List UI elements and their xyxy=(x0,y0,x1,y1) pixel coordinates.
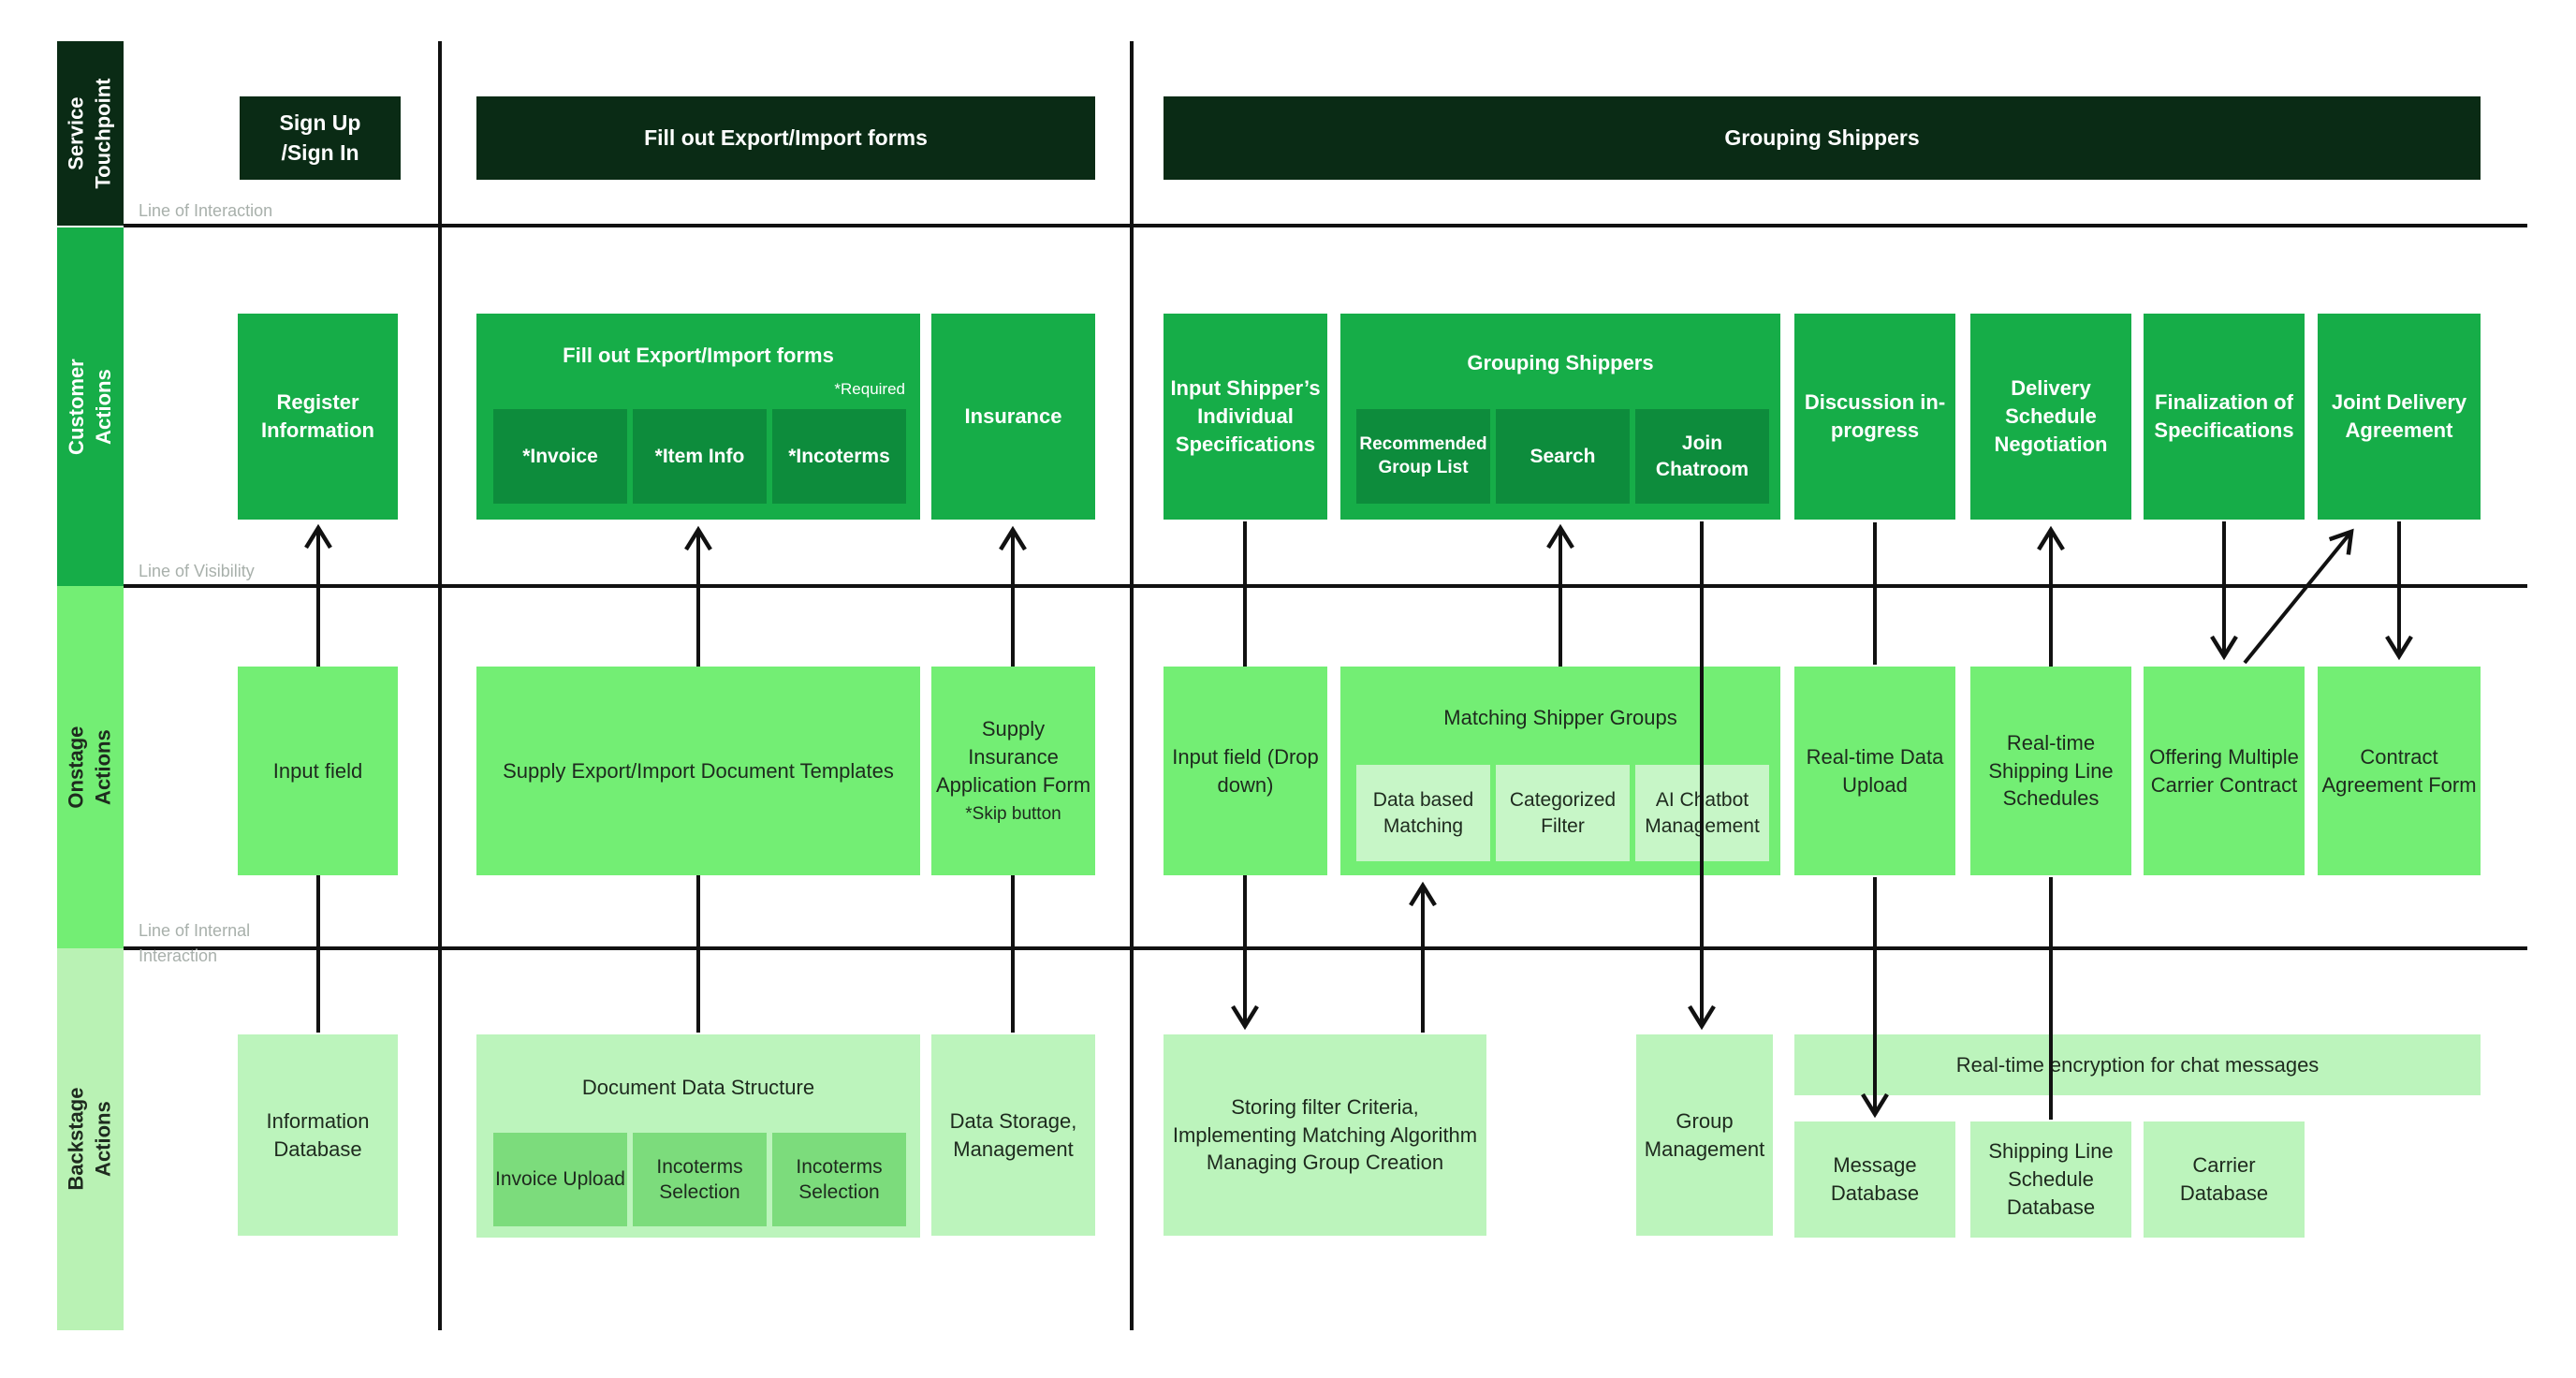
customer-joint-delivery-agreement: Joint Delivery Agreement xyxy=(2318,314,2481,520)
line-of-interaction-label: Line of Interaction xyxy=(139,201,273,220)
lane-backstage-actions-label: Backstage Actions xyxy=(64,1087,115,1192)
customer-discussion: Discussion in-progress xyxy=(1794,314,1955,520)
connector-offering-to-joint-diagonal-arrow xyxy=(2243,528,2354,665)
line-of-internal-interaction-label: Line of Internal Interaction xyxy=(139,921,251,965)
touchpoint-fill-forms: Fill out Export/Import forms xyxy=(476,96,1095,180)
customer-search: Search xyxy=(1496,409,1630,504)
onstage-ai-chatbot-management: AI Chatbot Management xyxy=(1635,765,1769,861)
customer-recommended-group-list: Recommended Group List xyxy=(1356,409,1490,504)
lane-backstage-actions: Backstage Actions xyxy=(57,948,124,1330)
onstage-matching-title: Matching Shipper Groups xyxy=(1443,706,1677,729)
backstage-information-database: Information Database xyxy=(238,1034,398,1236)
customer-grouping-shippers-group: Grouping Shippers Recommended Group List… xyxy=(1340,314,1780,520)
backstage-incoterms-selection-2: Incoterms Selection xyxy=(772,1133,906,1226)
skip-button-note: *Skip button xyxy=(965,804,1061,825)
lane-customer-actions: Customer Actions xyxy=(57,227,124,586)
customer-invoice: *Invoice xyxy=(493,409,627,504)
onstage-input-field: Input field xyxy=(238,667,398,875)
customer-item-info: *Item Info xyxy=(633,409,767,504)
lane-service-touchpoint-label: Service Touchpoint xyxy=(64,78,115,189)
onstage-supply-templates: Supply Export/Import Document Templates xyxy=(476,667,920,875)
customer-fill-forms-group: Fill out Export/Import forms *Required *… xyxy=(476,314,920,520)
customer-delivery-negotiation: Delivery Schedule Negotiation xyxy=(1970,314,2131,520)
backstage-carrier-database: Carrier Database xyxy=(2144,1121,2305,1238)
onstage-realtime-shipping-schedules: Real-time Shipping Line Schedules xyxy=(1970,667,2131,875)
lane-onstage-actions-label: Onstage Actions xyxy=(64,726,115,809)
backstage-group-management: Group Management xyxy=(1636,1034,1773,1236)
customer-input-shipper-specs: Input Shipper’s Individual Specification… xyxy=(1164,314,1327,520)
onstage-realtime-data-upload: Real-time Data Upload xyxy=(1794,667,1955,875)
onstage-data-based-matching: Data based Matching xyxy=(1356,765,1490,861)
required-note: *Required xyxy=(834,380,905,398)
backstage-incoterms-selection-1: Incoterms Selection xyxy=(633,1133,767,1226)
onstage-input-dropdown: Input field (Drop down) xyxy=(1164,667,1327,875)
backstage-realtime-encryption-banner: Real-time encryption for chat messages xyxy=(1794,1034,2481,1095)
customer-register-information: Register Information xyxy=(238,314,398,520)
backstage-doc-structure-group: Document Data Structure Invoice Upload I… xyxy=(476,1034,920,1238)
onstage-supply-insurance-form-label: Supply Insurance Application Form xyxy=(935,717,1091,797)
touchpoint-signup: Sign Up /Sign In xyxy=(240,96,401,180)
customer-join-chatroom: Join Chatroom xyxy=(1635,409,1769,504)
onstage-offering-carrier-contract: Offering Multiple Carrier Contract xyxy=(2144,667,2305,875)
backstage-shipping-schedule-database: Shipping Line Schedule Database xyxy=(1970,1121,2131,1238)
backstage-doc-structure-title: Document Data Structure xyxy=(581,1076,815,1099)
backstage-message-database: Message Database xyxy=(1794,1121,1955,1238)
backstage-storing-filter-criteria: Storing filter Criteria, Implementing Ma… xyxy=(1164,1034,1486,1236)
backstage-data-storage-management: Data Storage, Management xyxy=(931,1034,1095,1236)
touchpoint-grouping-shippers: Grouping Shippers xyxy=(1164,96,2481,180)
onstage-contract-agreement-form: Contract Agreement Form xyxy=(2318,667,2481,875)
lane-customer-actions-label: Customer Actions xyxy=(64,359,115,455)
backstage-invoice-upload: Invoice Upload xyxy=(493,1133,627,1226)
customer-insurance: Insurance xyxy=(931,314,1095,520)
lane-service-touchpoint: Service Touchpoint xyxy=(57,41,124,226)
customer-fill-forms-title: Fill out Export/Import forms xyxy=(563,344,834,367)
customer-incoterms: *Incoterms xyxy=(772,409,906,504)
customer-finalization: Finalization of Specifications xyxy=(2144,314,2305,520)
onstage-supply-insurance-form: Supply Insurance Application Form *Skip … xyxy=(931,667,1095,875)
onstage-matching-group: Matching Shipper Groups Data based Match… xyxy=(1340,667,1780,875)
lane-onstage-actions: Onstage Actions xyxy=(57,586,124,948)
onstage-categorized-filter: Categorized Filter xyxy=(1496,765,1630,861)
line-of-visibility-label: Line of Visibility xyxy=(139,562,255,580)
customer-grouping-title: Grouping Shippers xyxy=(1467,351,1654,374)
